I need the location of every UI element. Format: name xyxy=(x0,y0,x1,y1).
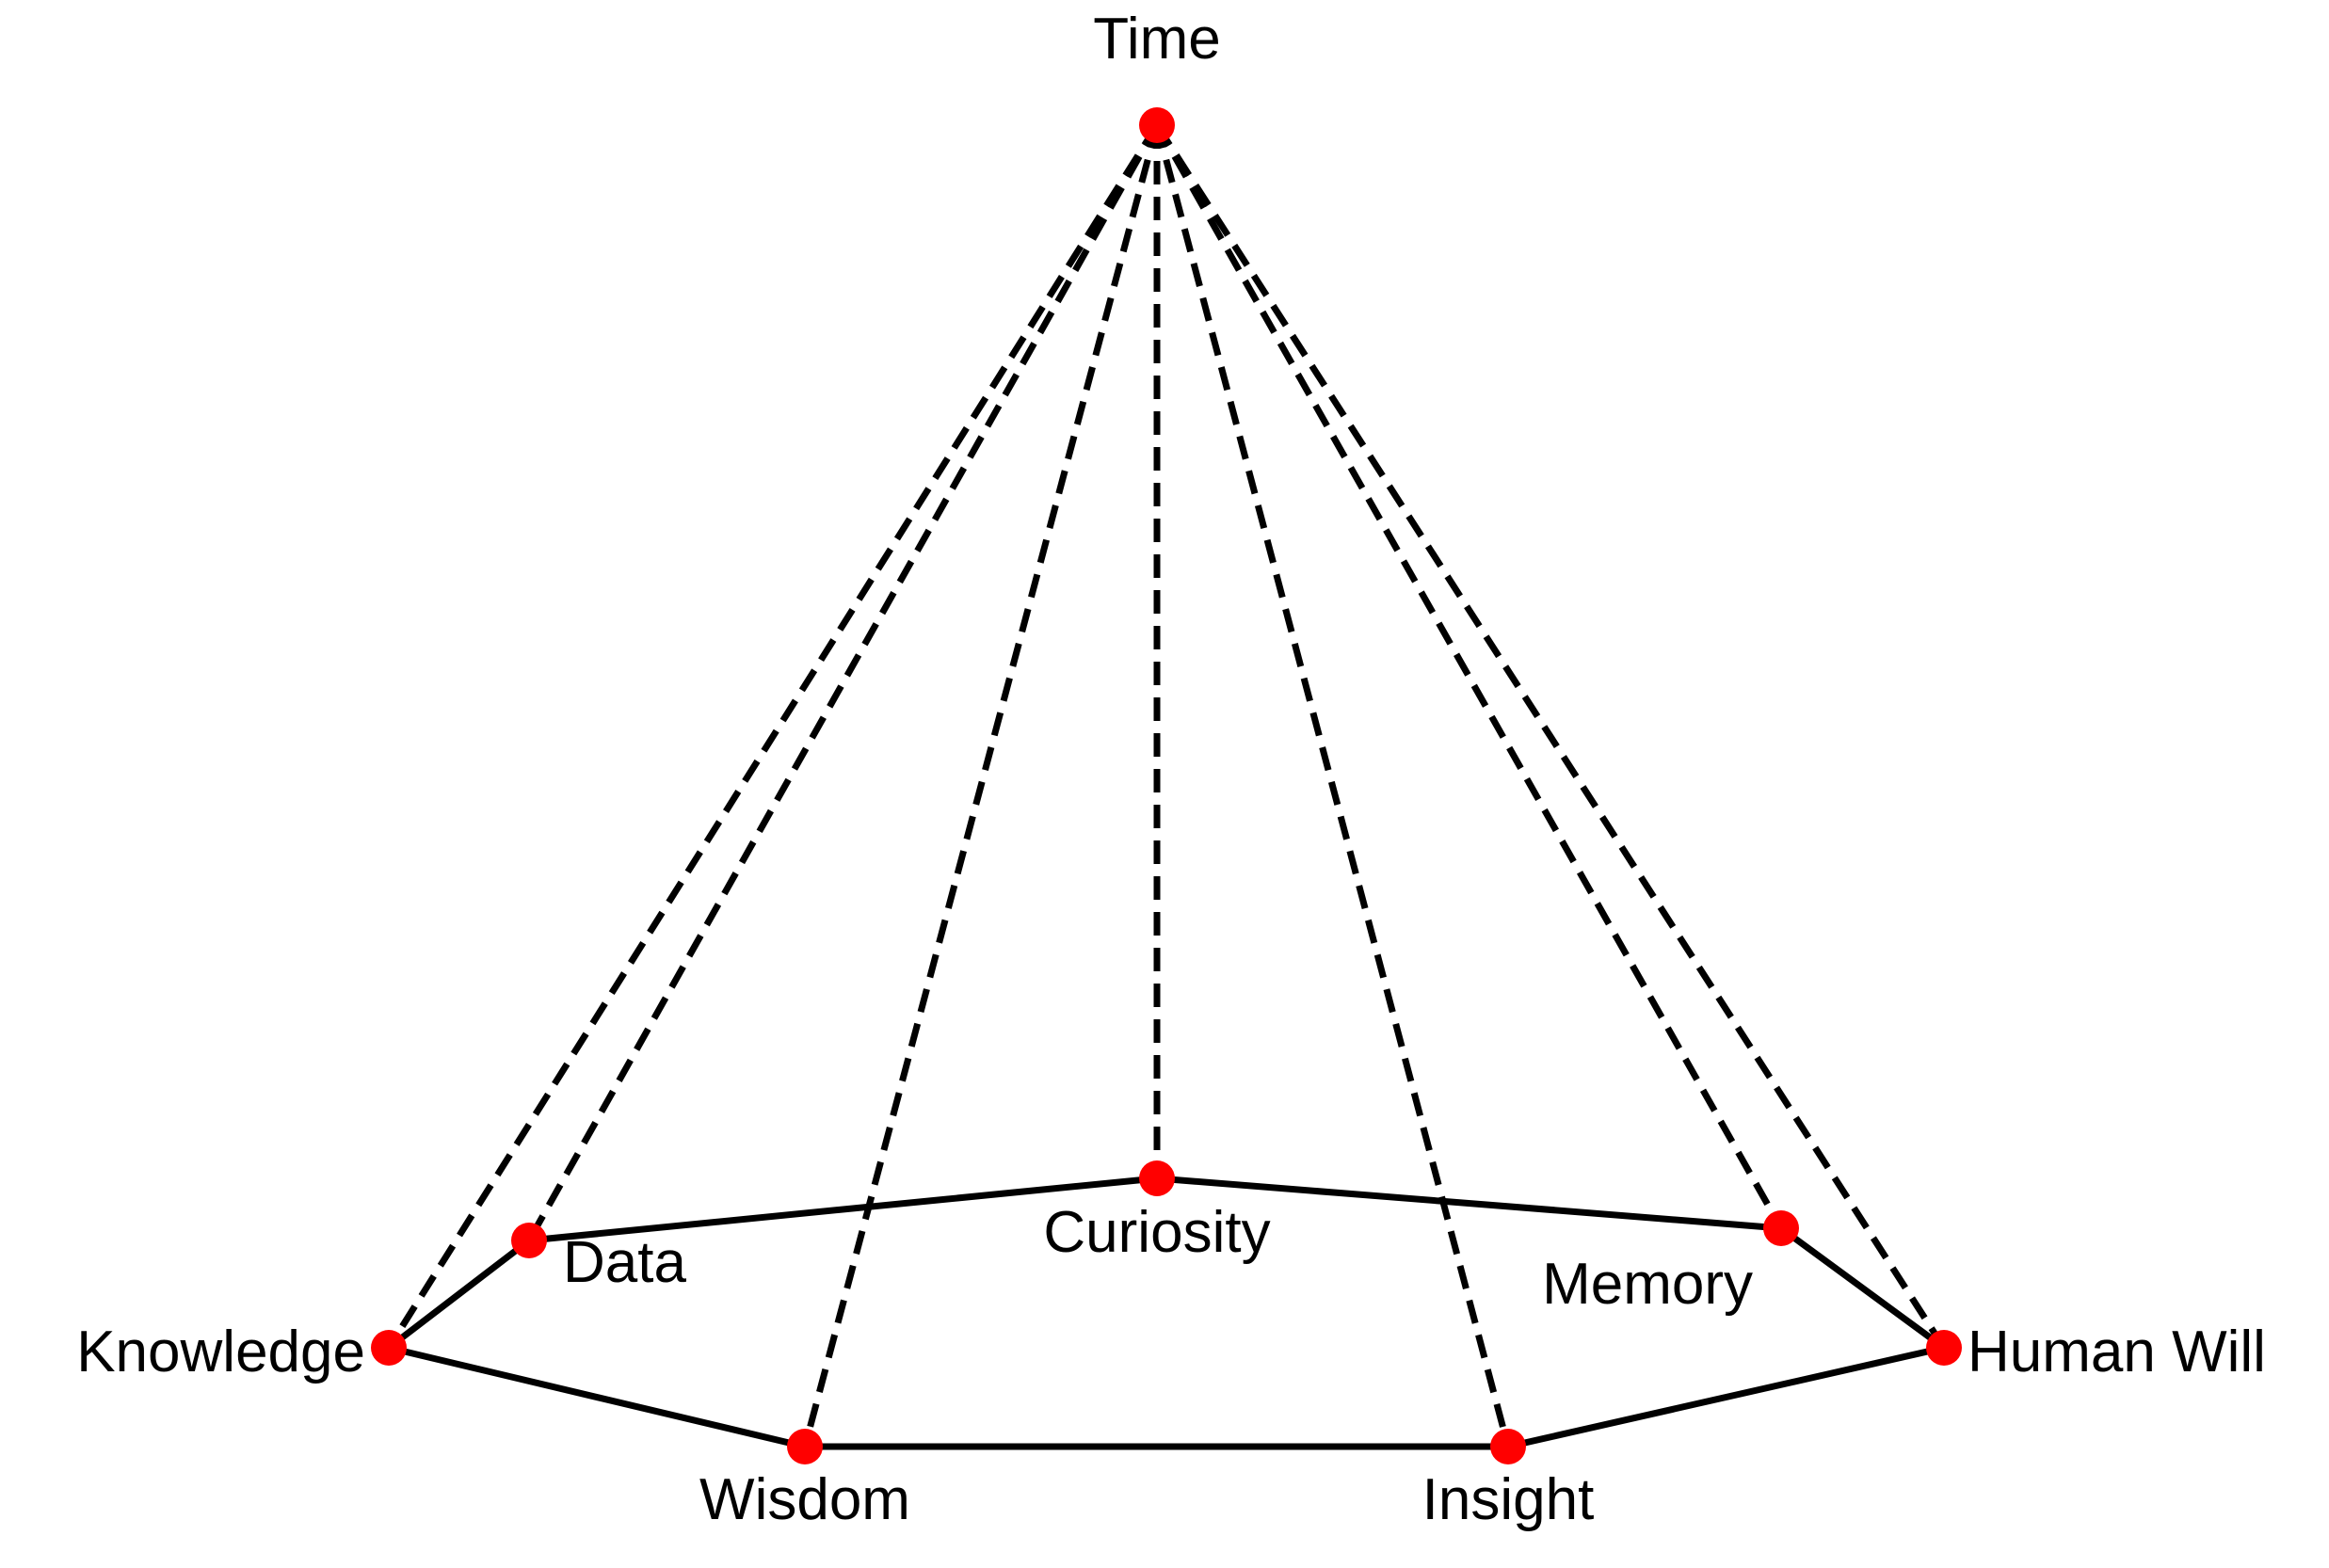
node-label-data: Data xyxy=(563,1230,686,1295)
dashed-edge-time-to-memory xyxy=(1153,123,1785,1230)
node-curiosity[interactable] xyxy=(1139,1160,1175,1196)
dashed-edge-layer xyxy=(386,123,1947,1448)
dashed-edge-time-to-knowledge xyxy=(386,123,1160,1350)
solid-edge-human-will-to-insight xyxy=(1507,1344,1945,1450)
solid-edge-memory-to-human-will xyxy=(1778,1225,1947,1351)
node-label-knowledge: Knowledge xyxy=(76,1320,365,1384)
dashed-edge-time-to-data xyxy=(525,123,1161,1242)
dashed-edge-time-to-human-will xyxy=(1154,123,1947,1350)
node-memory[interactable] xyxy=(1763,1210,1799,1246)
dashed-edge-time-to-wisdom xyxy=(801,124,1161,1448)
dashed-edge-time-to-insight xyxy=(1153,124,1512,1448)
node-label-curiosity: Curiosity xyxy=(1043,1200,1270,1265)
node-layer xyxy=(371,107,1962,1464)
solid-edge-wisdom-to-knowledge xyxy=(388,1344,806,1450)
node-human-will[interactable] xyxy=(1926,1330,1962,1366)
node-label-time: Time xyxy=(1093,7,1220,72)
solid-edge-knowledge-to-data xyxy=(386,1238,532,1351)
solid-edge-data-to-curiosity xyxy=(528,1175,1158,1244)
solid-edge-layer xyxy=(386,1175,1947,1450)
node-label-wisdom: Wisdom xyxy=(699,1467,910,1532)
node-knowledge[interactable] xyxy=(371,1330,407,1366)
node-time[interactable] xyxy=(1139,107,1175,143)
node-label-memory: Memory xyxy=(1542,1252,1753,1317)
node-label-human-will: Human Will xyxy=(1968,1320,2266,1384)
node-wisdom[interactable] xyxy=(787,1429,823,1464)
node-data[interactable] xyxy=(511,1223,547,1258)
node-label-insight: Insight xyxy=(1422,1467,1595,1532)
solid-edge-curiosity-to-memory xyxy=(1156,1175,1782,1232)
node-insight[interactable] xyxy=(1490,1429,1526,1464)
